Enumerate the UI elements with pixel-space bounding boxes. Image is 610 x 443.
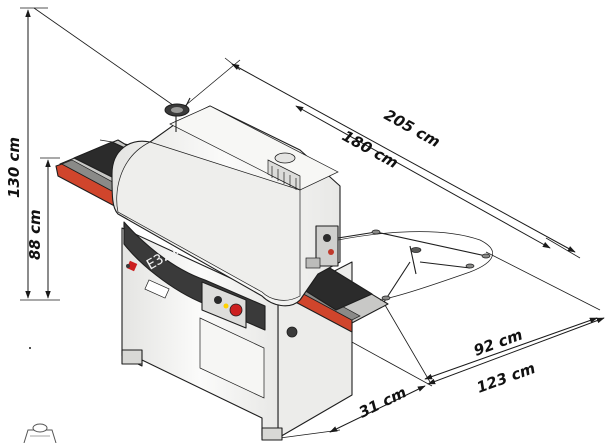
dimension-lines: [20, 7, 605, 439]
adjustment-handwheel: [164, 97, 191, 132]
depth-front-line: [329, 385, 426, 433]
edgebander-machine: E321: [29, 97, 493, 441]
depth-overall-label: 123 cm: [474, 359, 538, 397]
length-rail-line: [295, 105, 551, 249]
panel-support-arm: [337, 229, 493, 303]
left-foot: [121, 349, 143, 365]
warning-sticker: [126, 260, 138, 272]
extension-line: [545, 237, 581, 259]
hood-cap: [274, 152, 296, 164]
right-foot: [261, 427, 283, 441]
cabinet-bolt: [126, 264, 130, 268]
stop-button: [229, 303, 243, 317]
trimming-unit: [305, 225, 339, 269]
brand-plate: [144, 279, 170, 299]
extension-line: [224, 57, 241, 71]
vent-grille: [267, 159, 301, 191]
cabinet-door: [199, 317, 265, 399]
extension-line: [33, 7, 181, 111]
hood-front-face: [116, 141, 301, 301]
hood-top: [169, 105, 339, 191]
extension-line: [384, 304, 431, 383]
depth-overall-line: [427, 317, 605, 385]
depth-arm-label: 92 cm: [471, 326, 525, 360]
height-overall-label: 130 cm: [5, 137, 23, 198]
extension-line: [279, 429, 341, 439]
selector-knob: [223, 303, 229, 309]
cabinet-knob: [286, 326, 298, 338]
weight-icon: [23, 423, 57, 443]
depth-front-label: 31 cm: [356, 383, 409, 421]
start-button: [214, 296, 222, 304]
length-overall-label: 205 cm: [381, 106, 443, 151]
extension-line: [179, 59, 241, 111]
small-marker: [29, 347, 31, 349]
length-rail-label: 180 cm: [339, 127, 401, 172]
extension-line: [485, 251, 601, 311]
height-table-label: 88 cm: [26, 209, 44, 260]
